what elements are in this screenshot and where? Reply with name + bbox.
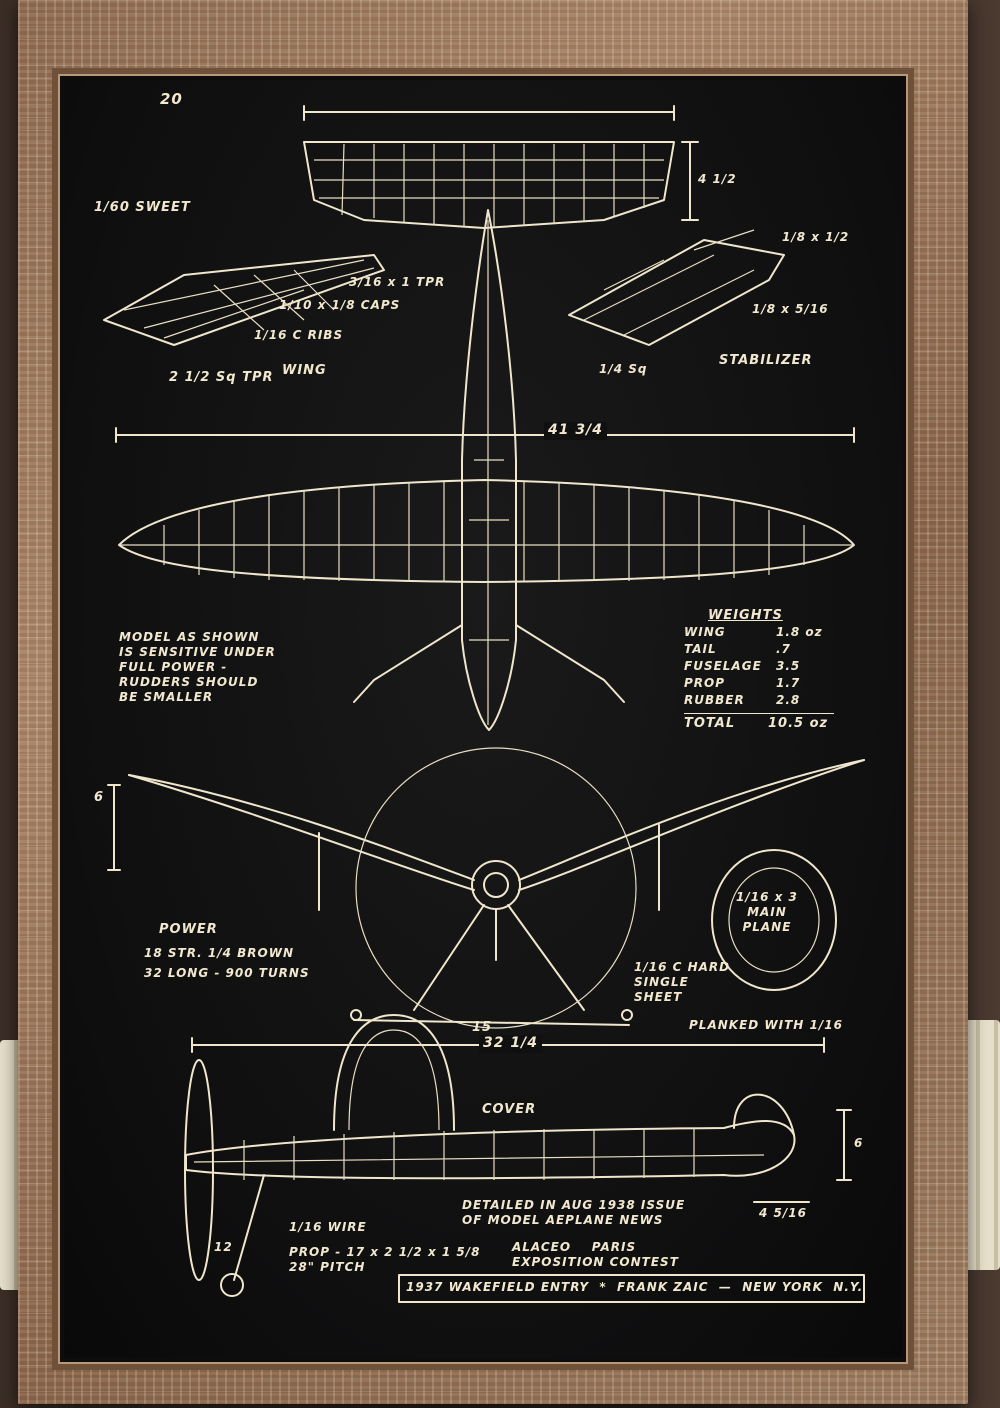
nose-height-dimension: 6 xyxy=(854,1136,864,1150)
weights-row-label: WING xyxy=(684,625,726,640)
main-plane-note: 1/16 x 3 MAIN PLANE xyxy=(736,890,798,934)
sq-tpr-note: 2 1/2 Sq TPR xyxy=(169,370,274,385)
prop-number: 12 xyxy=(214,1240,233,1254)
front-height-dimension: 6 xyxy=(94,790,105,805)
stab-edge-note: 1/8 x 5/16 xyxy=(752,302,829,316)
weights-row-label: PROP xyxy=(684,676,726,691)
detailed-note: DETAILED IN AUG 1938 ISSUE OF MODEL AEPL… xyxy=(462,1198,686,1227)
span-dimension-top: 20 xyxy=(160,90,183,108)
weights-row-value: 1.8 oz xyxy=(776,625,823,640)
front-width-dimension: 15 xyxy=(472,1020,493,1035)
weights-row: TAIL .7 xyxy=(684,641,844,658)
fuselage-plan-drawing xyxy=(353,209,625,731)
front-view-drawing xyxy=(107,747,865,1029)
planked-note: PLANKED WITH 1/16 xyxy=(689,1018,843,1032)
weights-row: WING 1.8 oz xyxy=(684,624,844,641)
stabilizer-caption: STABILIZER xyxy=(719,353,813,368)
nose-width-dimension: 4 5/16 xyxy=(759,1206,807,1220)
model-sensitivity-note: MODEL AS SHOWN IS SENSITIVE UNDER FULL P… xyxy=(119,630,276,704)
blueprint-board: 20 4 1/2 1/60 SWEET 3/16 x 1 TPR 1/10 x … xyxy=(52,68,914,1370)
weights-row-label: FUSELAGE xyxy=(684,659,762,674)
taper-note: 3/16 x 1 TPR xyxy=(349,275,446,289)
hard-sheet-note: 1/16 C HARD SINGLE SHEET xyxy=(634,960,731,1004)
power-line-2: 32 LONG - 900 TURNS xyxy=(144,966,310,980)
length-dimension: 32 1/4 xyxy=(479,1035,542,1053)
tail-chord-dimension: 4 1/2 xyxy=(698,172,737,186)
power-line-1: 18 STR. 1/4 BROWN xyxy=(144,946,295,960)
footer-credit: 1937 WAKEFIELD ENTRY * FRANK ZAIC — NEW … xyxy=(406,1280,864,1294)
weights-row: FUSELAGE 3.5 xyxy=(684,658,844,675)
weights-row-label: TAIL xyxy=(684,642,717,657)
weights-row-label: RUBBER xyxy=(684,693,745,708)
airplane-blueprint-drawing xyxy=(103,105,865,1303)
stabilizer-plan-drawing xyxy=(303,105,699,229)
weights-row-value: .7 xyxy=(776,642,791,657)
stab-spar-note: 1/8 x 1/2 xyxy=(782,230,850,244)
wing-plan-drawing xyxy=(115,427,855,583)
power-title: POWER xyxy=(159,922,218,937)
weights-row: RUBBER 2.8 xyxy=(684,692,844,709)
wire-note: 1/16 WIRE xyxy=(289,1220,367,1234)
wing-caption: WING xyxy=(282,363,327,378)
prop-note: PROP - 17 x 2 1/2 x 1 5/8 28" PITCH xyxy=(289,1245,481,1274)
weights-row-value: 2.8 xyxy=(776,693,801,708)
wing-detail-sketch xyxy=(103,254,385,346)
sweep-note: 1/60 SWEET xyxy=(94,200,191,215)
weights-row-value: 1.7 xyxy=(776,676,801,691)
weights-total-label: TOTAL xyxy=(684,716,736,732)
wood-frame: 20 4 1/2 1/60 SWEET 3/16 x 1 TPR 1/10 x … xyxy=(18,0,968,1404)
caps-note: 1/10 x 1/8 CAPS xyxy=(279,298,401,312)
weights-title: WEIGHTS xyxy=(708,608,783,623)
wing-span-dimension: 41 3/4 xyxy=(544,422,607,440)
chalkboard: 20 4 1/2 1/60 SWEET 3/16 x 1 TPR 1/10 x … xyxy=(64,80,902,1358)
cover-label: COVER xyxy=(482,1102,537,1117)
weights-total-value: 10.5 oz xyxy=(768,716,829,732)
stab-sq-note: 1/4 Sq xyxy=(599,362,648,376)
ribs-note: 1/16 C RIBS xyxy=(254,328,344,342)
weights-row-value: 3.5 xyxy=(776,659,801,674)
weights-row: PROP 1.7 xyxy=(684,675,844,692)
contest-note: ALACEO PARIS EXPOSITION CONTEST xyxy=(512,1240,679,1269)
fuselage-section-drawing xyxy=(711,849,837,991)
stabilizer-detail-sketch xyxy=(568,229,785,346)
